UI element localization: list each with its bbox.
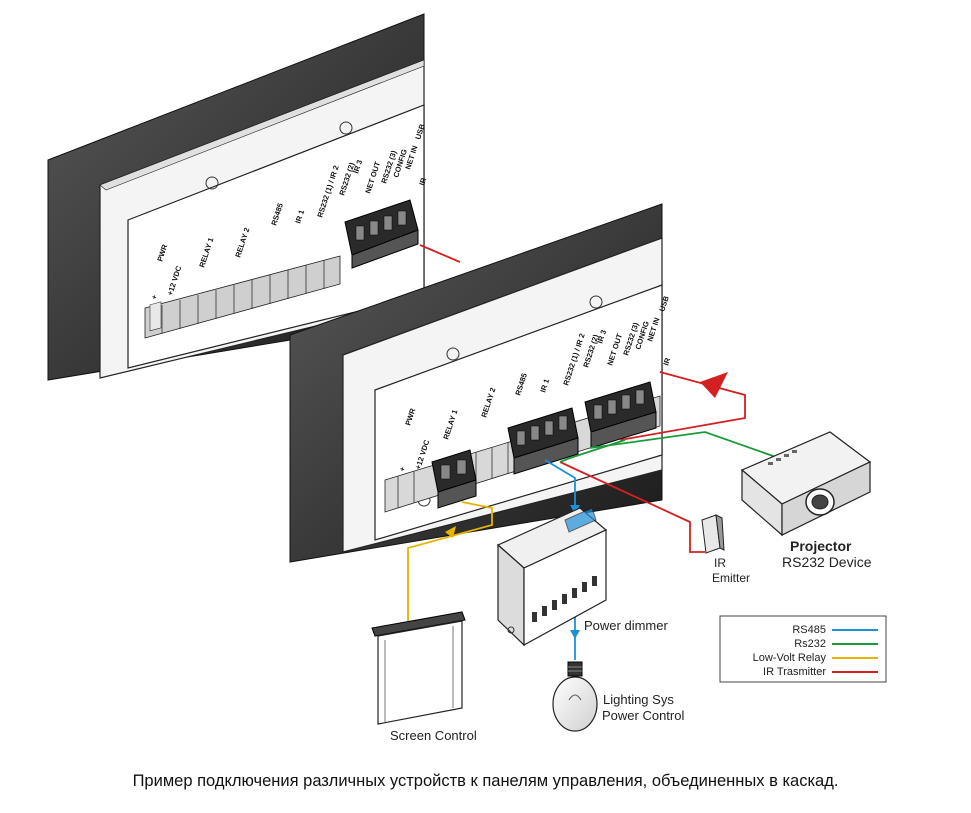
power-dimmer-icon: [496, 507, 608, 647]
power-control-label: Power Control: [602, 708, 684, 723]
ir-direction-arrow: [700, 372, 728, 398]
ir-emitter-icon: [701, 514, 725, 554]
back-net-connector: [344, 199, 419, 269]
back-label-plus: +: [149, 293, 159, 301]
projector-label: Projector: [790, 538, 852, 554]
relay-wire: [407, 501, 493, 628]
relay-arrow: [445, 526, 456, 538]
back-panel: + +12 VDC PWR RELAY 1 RELAY 2 RS485 IR 1…: [47, 13, 428, 381]
back-label-ir-port: IR: [417, 176, 428, 186]
light-bulb-icon: [552, 661, 598, 732]
power-dimmer-label: Power dimmer: [584, 618, 668, 633]
rs232-net-connector: [584, 381, 657, 449]
dimmer-arrow: [570, 630, 580, 639]
legend-label: RS485: [792, 624, 826, 636]
relay-connector: [431, 449, 477, 509]
rs485-ir-connector: [507, 407, 579, 475]
legend-label: Low-Volt Relay: [753, 652, 827, 664]
rs485-arrow: [570, 505, 580, 514]
projector-icon: [740, 431, 872, 537]
back-terminal-strip: [144, 255, 341, 339]
front-label-ir1: IR 1: [538, 378, 551, 394]
legend-label: IR Trasmitter: [763, 666, 826, 678]
front-label-ir-port: IR: [661, 356, 672, 366]
rs232-device-label: RS232 Device: [782, 554, 872, 570]
front-label-plus: +: [397, 465, 407, 473]
screen-control-label: Screen Control: [390, 728, 477, 743]
projection-screen-icon: [371, 611, 466, 725]
cascade-net-wire: [419, 244, 461, 263]
emitter-label: Emitter: [712, 571, 750, 585]
front-label-ir3: IR 3: [595, 329, 608, 345]
figure-caption: Пример подключения различных устройств к…: [132, 772, 839, 790]
back-label-ir3: IR 3: [351, 159, 364, 175]
back-label-ir1: IR 1: [293, 209, 306, 225]
rs232-wire: [559, 431, 791, 463]
lighting-sys-label: Lighting Sys: [603, 692, 674, 707]
legend-label: Rs232: [794, 638, 826, 650]
ir-label: IR: [714, 556, 726, 570]
